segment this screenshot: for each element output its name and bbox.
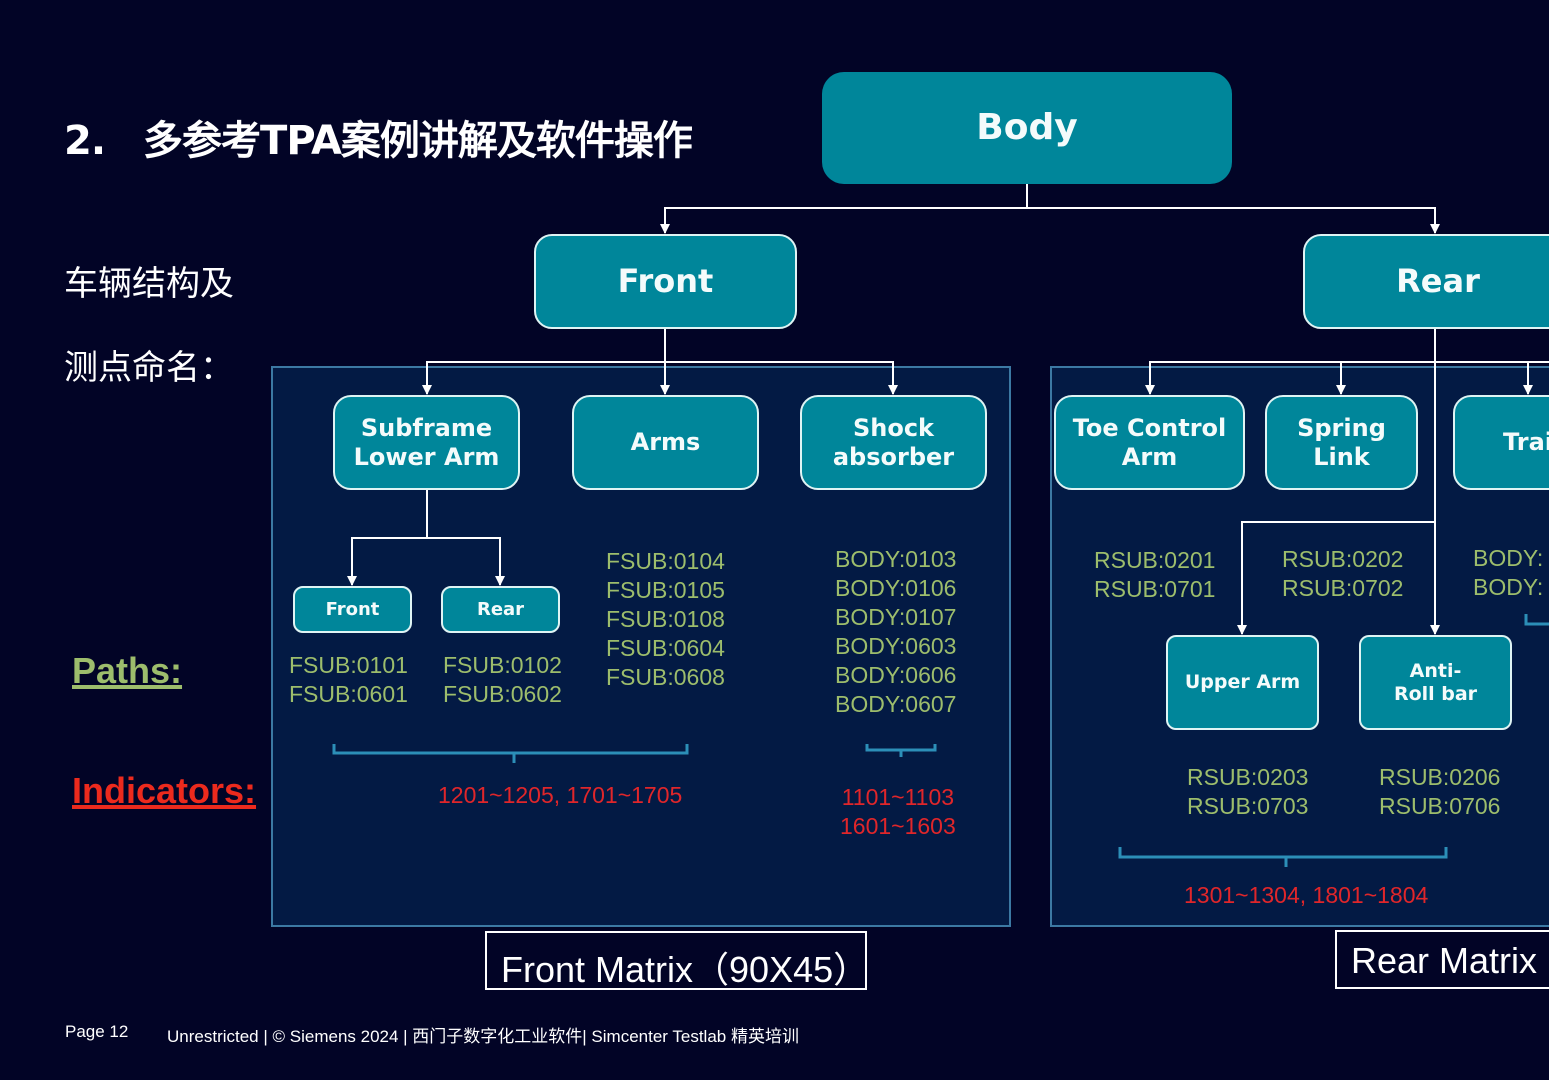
paths-antiroll: RSUB:0206 RSUB:0706	[1379, 764, 1501, 819]
slide-title: 2. 多参考TPA案例讲解及软件操作	[64, 108, 693, 166]
title-text: 多参考TPA案例讲解及软件操作	[143, 118, 693, 164]
connector-rear-upper	[1237, 521, 1435, 635]
node-spring-link: Spring Link	[1265, 395, 1418, 490]
paths-subframe-front: FSUB:0101 FSUB:0601	[289, 652, 408, 707]
title-number: 2.	[64, 118, 106, 164]
connector-subframe-rear	[427, 537, 505, 586]
paths-shock: BODY:0103 BODY:0106 BODY:0107 BODY:0603 …	[835, 546, 957, 717]
node-shock-label: Shock absorber	[832, 413, 955, 471]
node-upper-label: Upper Arm	[1184, 671, 1301, 694]
node-subframe-lower-arm: Subframe Lower Arm	[333, 395, 520, 490]
indicators-rear-arms: 1301~1304, 1801~1804	[1184, 882, 1429, 908]
connector-subframe-front	[347, 537, 427, 586]
node-upper-arm: Upper Arm	[1166, 635, 1319, 730]
brace-front-arms	[332, 744, 689, 763]
connector-body-front	[660, 207, 1027, 234]
paths-spring: RSUB:0202 RSUB:0702	[1282, 546, 1404, 601]
connector-body-rear	[1027, 207, 1440, 234]
connector-front-subframe	[422, 361, 665, 395]
paths-toe: RSUB:0201 RSUB:0701	[1094, 547, 1216, 602]
node-antiroll-label: Anti-Roll bar	[1393, 659, 1478, 705]
subtitle-line1: 车辆结构及	[64, 264, 234, 304]
paths-label: Paths:	[72, 650, 183, 691]
brace-trailing	[1524, 614, 1549, 626]
subtitle-line2: 测点命名：	[64, 348, 234, 388]
node-front: Front	[534, 234, 797, 329]
brace-shock	[865, 744, 937, 757]
rear-matrix-label: Rear Matrix	[1335, 930, 1549, 989]
node-body: Body	[822, 72, 1232, 184]
node-trailing-arm: Trai	[1453, 395, 1549, 490]
node-arms-label: Arms	[630, 428, 701, 457]
node-subframe-front-label: Front	[325, 598, 380, 620]
paths-trailing: BODY: BODY:	[1473, 545, 1544, 600]
node-front-label: Front	[617, 262, 714, 301]
paths-arms: FSUB:0104 FSUB:0105 FSUB:0108 FSUB:0604 …	[606, 548, 725, 690]
indicators-front-arms: 1201~1205, 1701~1705	[438, 782, 683, 808]
node-rear: Rear	[1303, 234, 1549, 329]
node-toe-label: Toe Control Arm	[1072, 413, 1227, 471]
indicators-shock: 1101~1103 1601~1603	[840, 784, 956, 839]
node-shock-absorber: Shock absorber	[800, 395, 987, 490]
node-anti-roll-bar: Anti-Roll bar	[1359, 635, 1512, 730]
node-subframe-rear: Rear	[441, 586, 560, 633]
brace-rear-arms	[1118, 847, 1448, 867]
indicators-label: Indicators:	[72, 770, 257, 811]
paths-upper: RSUB:0203 RSUB:0703	[1187, 764, 1309, 819]
node-subframe-rear-label: Rear	[476, 598, 525, 620]
node-trailing-label: Trai	[1503, 428, 1549, 457]
node-toe-control-arm: Toe Control Arm	[1054, 395, 1245, 490]
node-subframe-label: Subframe Lower Arm	[353, 413, 500, 471]
node-arms: Arms	[572, 395, 759, 490]
footer-page-number: Page 12	[65, 1022, 129, 1041]
node-body-label: Body	[976, 107, 1078, 149]
footer-text: Unrestricted | © Siemens 2024 | 西门子数字化工业…	[167, 1027, 799, 1046]
front-matrix-label: Front Matrix（90X45）	[485, 931, 869, 990]
paths-subframe-rear: FSUB:0102 FSUB:0602	[443, 652, 562, 707]
node-subframe-front: Front	[293, 586, 412, 633]
connector-front-shock	[665, 361, 898, 395]
node-rear-label: Rear	[1396, 262, 1480, 301]
node-spring-label: Spring Link	[1297, 413, 1386, 471]
connector-rear-toe	[1145, 361, 1435, 395]
